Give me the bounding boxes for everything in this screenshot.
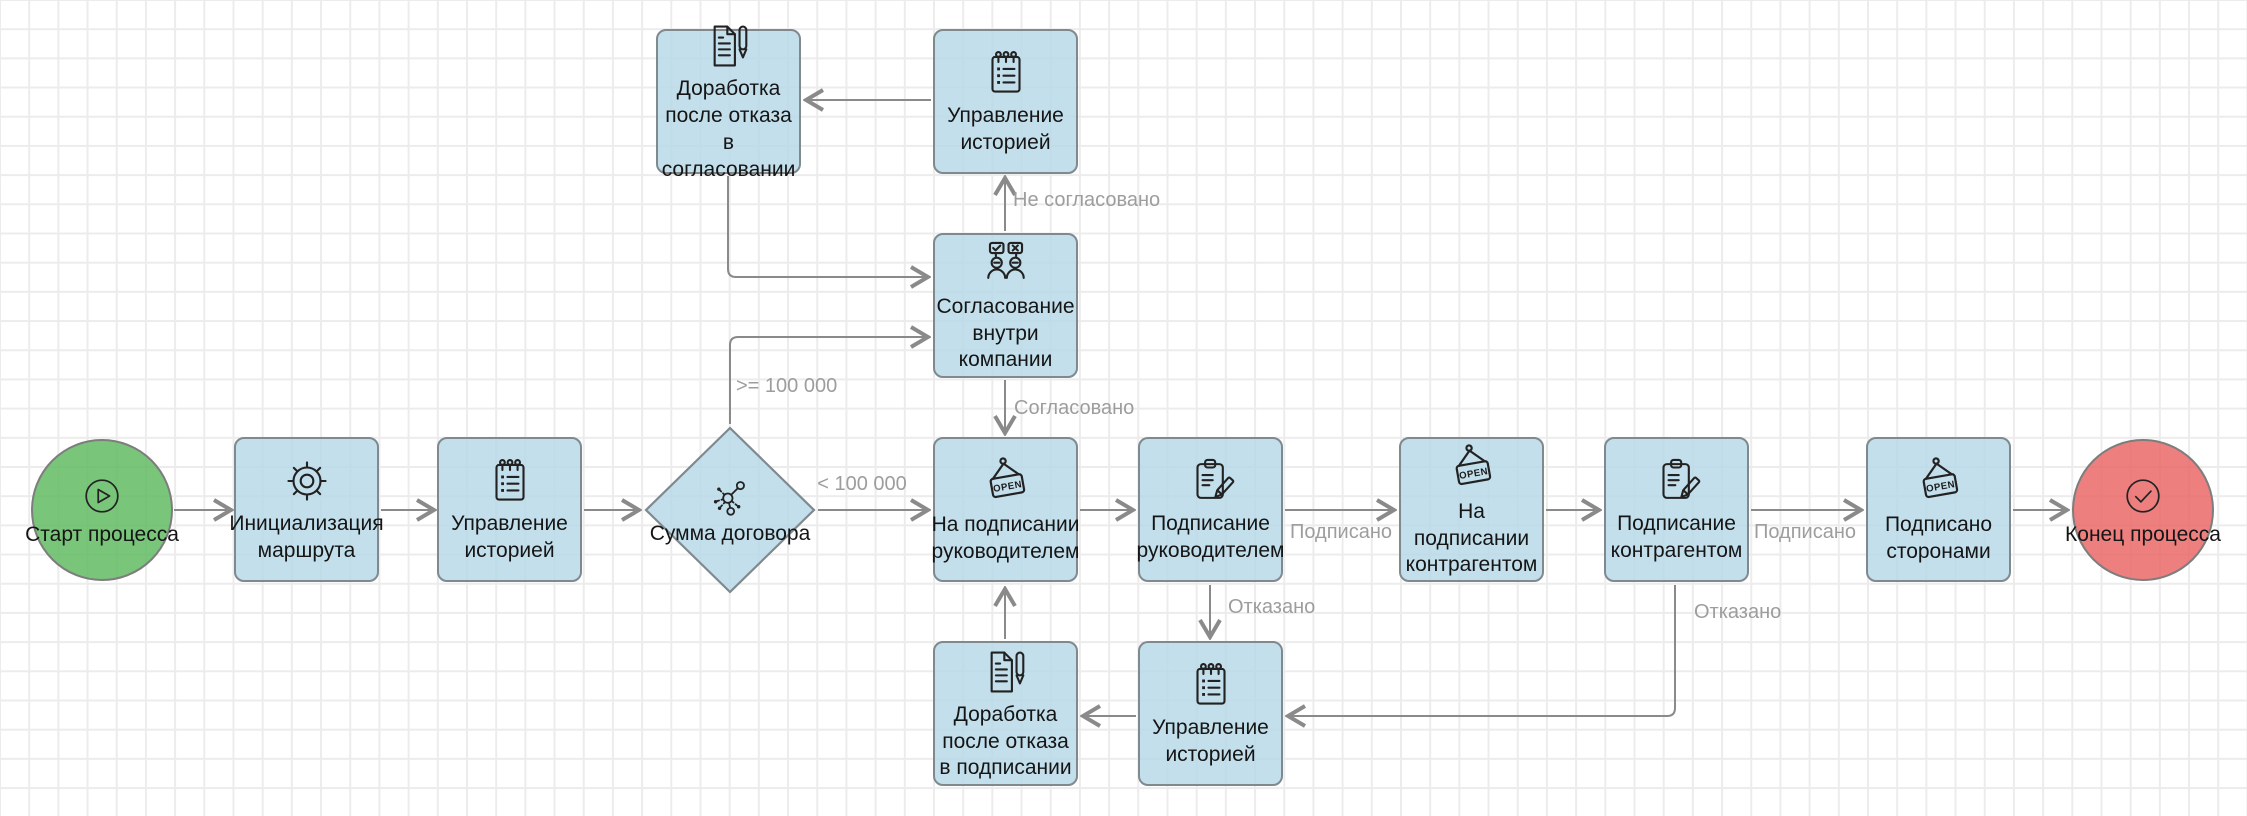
- edge-label-rejected-2: Отказано: [1694, 601, 1782, 623]
- node-label: На подписании контрагентом: [1405, 499, 1538, 577]
- node-label: Управление историей: [947, 104, 1064, 154]
- open-sign-icon: OPEN: [989, 457, 1025, 499]
- diamond-shape: [644, 426, 816, 594]
- node-label: Подписание контрагентом: [1610, 512, 1743, 562]
- clipboard-pencil-icon: [1661, 458, 1700, 500]
- node-history-bottom[interactable]: Управление историей: [1138, 641, 1283, 786]
- check-circle-icon: [2126, 478, 2160, 513]
- node-history-main[interactable]: Управление историей: [437, 437, 582, 582]
- node-label: Сумма договора: [649, 521, 811, 545]
- node-sign-pending-head[interactable]: OPEN На подписании руководителем: [931, 437, 1080, 582]
- svg-text:OPEN: OPEN: [1458, 466, 1488, 482]
- svg-text:OPEN: OPEN: [992, 479, 1022, 495]
- notepad-list-icon: [494, 459, 525, 501]
- edge-label-gte: >= 100 000: [736, 375, 838, 397]
- play-icon: [85, 478, 119, 513]
- edge-decision-gte-to-approval[interactable]: [729, 337, 927, 424]
- node-label: Конец процесса: [2065, 522, 2221, 546]
- node-label: Доработка после отказа в подписании: [939, 702, 1072, 780]
- node-start[interactable]: Старт процесса: [25, 439, 179, 581]
- edge-label-signed-1: Подписано: [1289, 521, 1393, 543]
- node-rework-signing[interactable]: Доработка после отказа в подписании: [933, 641, 1078, 786]
- network-icon: [713, 480, 745, 516]
- people-approve-reject-icon: [986, 241, 1025, 279]
- node-history-top[interactable]: Управление историей: [933, 29, 1078, 174]
- edge-label-lt: < 100 000: [817, 473, 907, 495]
- node-contract-sum[interactable]: Сумма договора: [644, 426, 816, 594]
- node-init-route[interactable]: Инициализация маршрута: [229, 437, 384, 582]
- node-label: На подписании руководителем: [931, 513, 1080, 563]
- document-pen-icon: [713, 25, 747, 67]
- node-label: Подписано сторонами: [1884, 513, 1993, 563]
- node-approval[interactable]: Согласование внутри компании: [933, 233, 1078, 378]
- edge-rework-approval-to-approval[interactable]: [727, 176, 927, 277]
- open-sign-icon: OPEN: [1455, 444, 1491, 485]
- edge-signing-cp-to-history-bottom[interactable]: [1289, 585, 1676, 716]
- open-sign-icon: OPEN: [1922, 457, 1958, 499]
- notepad-list-icon: [1195, 663, 1226, 705]
- gear-icon: [286, 461, 327, 501]
- node-end[interactable]: Конец процесса: [2065, 439, 2221, 581]
- node-label: Доработка после отказа в согласовании: [661, 77, 796, 181]
- node-label: Подписание руководителем: [1136, 512, 1285, 562]
- node-label: Управление историей: [1152, 716, 1269, 766]
- node-signed-parties[interactable]: OPEN Подписано сторонами: [1866, 437, 2011, 582]
- node-signing-cp[interactable]: Подписание контрагентом: [1604, 437, 1749, 582]
- node-label: Управление историей: [451, 512, 568, 562]
- node-label: Старт процесса: [25, 522, 179, 546]
- document-pen-icon: [990, 651, 1024, 693]
- svg-text:OPEN: OPEN: [1925, 479, 1955, 495]
- edge-label-signed-2: Подписано: [1753, 521, 1857, 543]
- clipboard-pencil-icon: [1195, 458, 1234, 500]
- node-label: Согласование внутри компании: [936, 294, 1075, 372]
- edge-label-not-approved: Не согласовано: [1013, 189, 1161, 211]
- node-signing-head[interactable]: Подписание руководителем: [1136, 437, 1285, 582]
- node-sign-pending-cp[interactable]: OPEN На подписании контрагентом: [1399, 437, 1544, 582]
- notepad-list-icon: [990, 51, 1021, 93]
- node-label: Инициализация маршрута: [229, 512, 384, 562]
- edge-label-rejected-1: Отказано: [1228, 596, 1316, 618]
- edge-label-approved: Согласовано: [1014, 397, 1135, 419]
- node-rework-approval[interactable]: Доработка после отказа в согласовании: [656, 25, 801, 181]
